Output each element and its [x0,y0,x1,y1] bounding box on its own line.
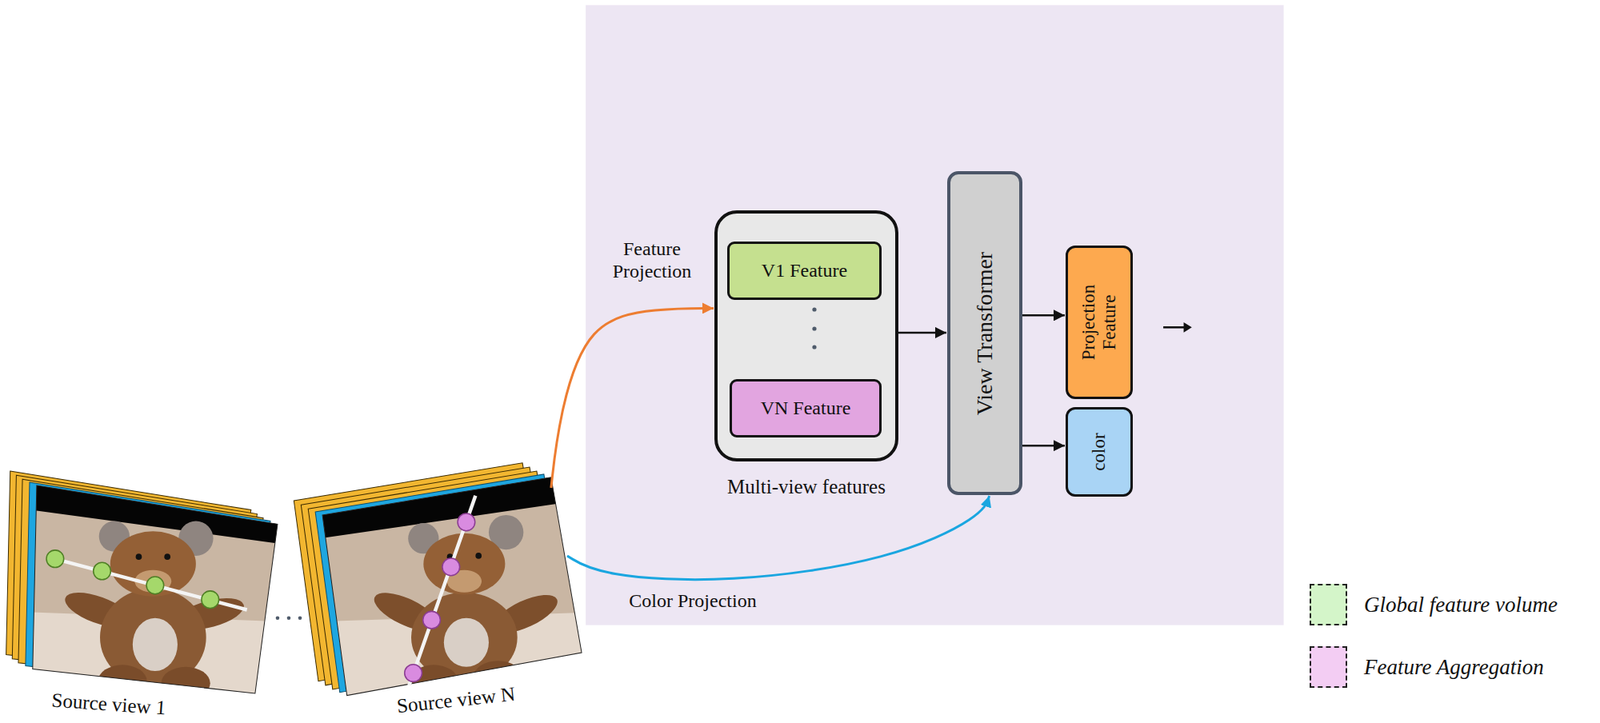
node-label: Projection Feature [1078,270,1121,375]
source-view: Source view N [293,463,582,716]
legend-row: Feature Aggregation [1309,646,1598,688]
feature-box: V1 Feature [727,241,882,300]
connector-arrow [1022,314,1065,317]
node-label: View Transformer [972,251,998,415]
output-box: Projection Feature [1065,245,1133,400]
source-view: Source view 1 [6,471,279,719]
output-arrow [1163,322,1192,333]
legend-label: Feature Aggregation [1364,655,1544,680]
node-label: color [1088,432,1110,471]
node-label: Multi-view features [727,476,886,500]
legend-swatch [1309,646,1348,688]
legend: Global feature volumeFeature Aggregation [1309,584,1598,720]
feature-group-box: Multi-view featuresV1 FeatureVN Feature [714,210,899,462]
connector-arrow [898,332,947,335]
source-image-stack [293,448,602,715]
transformer-box: View Transformer [947,171,1023,496]
ellipsis-dots [276,616,303,620]
feature-box: VN Feature [729,379,882,438]
vertical-ellipsis [808,304,820,353]
source-image-stack [0,448,307,715]
module-panel [585,4,1284,625]
output-box: color [1065,407,1133,497]
legend-label: Global feature volume [1364,592,1558,618]
connector-label: Color Projection [625,589,760,614]
node-label: V1 Feature [761,260,848,283]
connector-label: Feature Projection [600,238,704,283]
node-label: Source view N [396,684,516,716]
connector-arrow [567,496,990,580]
legend-row: Global feature volume [1309,584,1598,626]
legend-swatch [1309,584,1348,626]
node-label: Source view 1 [51,690,167,719]
connector-arrow [1022,444,1065,448]
connector-arrow [551,308,714,488]
node-label: VN Feature [760,397,852,420]
